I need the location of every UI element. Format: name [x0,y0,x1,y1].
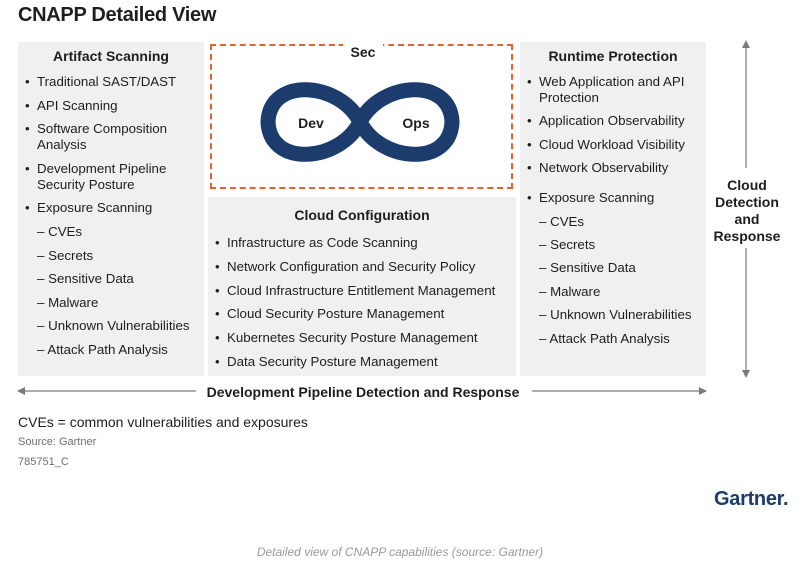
list-item: Software Composition Analysis [18,121,204,153]
gartner-logo: Gartner. [714,488,789,510]
list-item: Cloud Infrastructure Entitlement Managem… [208,283,516,299]
runtime-protection-list: Web Application and API ProtectionApplic… [520,74,706,176]
list-item: Network Configuration and Security Polic… [208,259,516,275]
artifact-scanning-heading: Artifact Scanning [53,48,169,64]
document-code: 785751_C [18,456,69,468]
list-item: – CVEs [37,223,83,239]
list-item: Exposure Scanning [18,200,204,216]
list-item: Application Observability [520,113,706,129]
list-item: Cloud Workload Visibility [520,137,706,153]
list-item: – Unknown Vulnerabilities [539,307,692,323]
runtime-exposure-list: Exposure Scanning – CVEs – Secrets – Sensit… [520,190,706,346]
list-item: Network Observability [520,160,706,176]
list-item: Infrastructure as Code Scanning [208,235,516,251]
list-item: API Scanning [18,98,204,114]
list-item: – Sensitive Data [37,271,134,287]
cloud-configuration-heading: Cloud Configuration [294,207,430,223]
list-item: Kubernetes Security Posture Management [208,330,516,346]
sec-label: Sec [343,44,383,60]
list-item: – Sensitive Data [539,260,636,276]
pipeline-detection-label: Development Pipeline Detection and Respo… [205,384,521,400]
list-item: Web Application and API Protection [520,74,706,106]
list-item: Cloud Security Posture Management [208,306,516,322]
list-item: – Attack Path Analysis [539,330,670,346]
list-item: – Malware [539,283,601,299]
list-item: Development Pipeline Security Posture [18,161,204,193]
cloud-configuration-panel: Cloud Configuration Infrastructure as Co… [208,197,516,376]
list-item: – Malware [37,294,99,310]
artifact-scanning-list: Traditional SAST/DAST API ScanningSoftwar… [18,74,204,358]
devsecops-box [210,44,513,189]
artifact-scanning-panel: Artifact Scanning Traditional SAST/DAST A… [18,42,204,376]
list-item: – Secrets [37,247,94,263]
list-item: Traditional SAST/DAST [18,74,204,90]
runtime-protection-panel: Runtime Protection Web Application and A… [520,42,706,376]
list-item: – Secrets [539,236,596,252]
list-item: – Unknown Vulnerabilities [37,318,190,334]
list-item: Data Security Posture Management [208,354,516,370]
list-item: Exposure Scanning [520,190,706,206]
page-title: CNAPP Detailed View [18,4,217,26]
source-note: Source: Gartner [18,436,97,448]
runtime-protection-heading: Runtime Protection [548,48,678,64]
cloud-detection-label: Cloud Detection and Response [713,177,781,244]
cloud-configuration-list: Infrastructure as Code ScanningNetwork C… [208,235,516,370]
list-item: – CVEs [539,213,585,229]
footnote: CVEs = common vulnerabilities and exposu… [18,414,308,430]
figure-caption: Detailed view of CNAPP capabilities (sou… [256,545,544,559]
list-item: – Attack Path Analysis [37,341,168,357]
